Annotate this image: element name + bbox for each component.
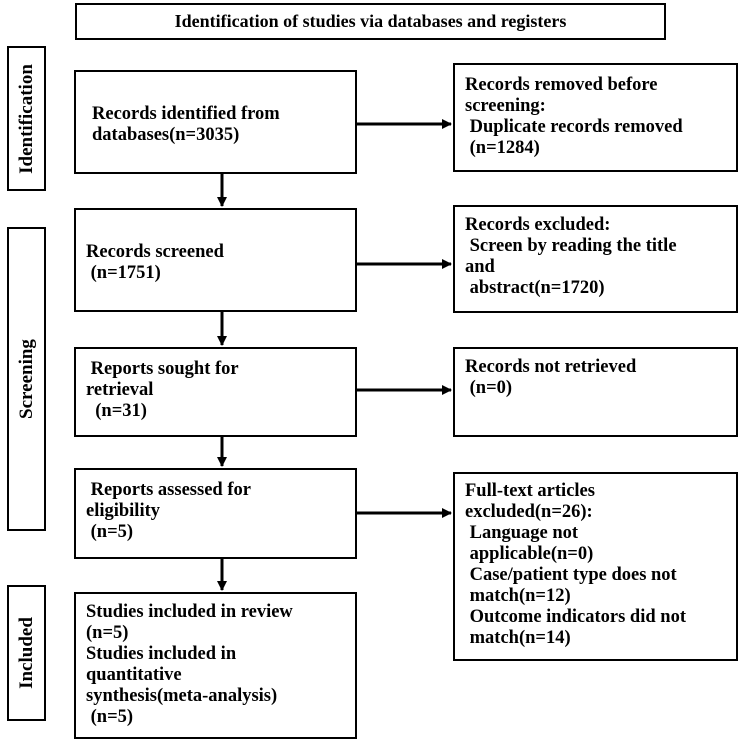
text-line: Records excluded: — [465, 215, 611, 235]
phase-screening: Screening — [7, 227, 46, 531]
text-line: Records removed before — [465, 75, 658, 95]
text-line: Studies included in review — [86, 602, 293, 622]
phase-included: Included — [7, 585, 46, 721]
text-line: (n=5) — [86, 522, 134, 542]
text-line: (n=1284) — [465, 138, 540, 158]
text-line: databases(n=3035) — [92, 125, 240, 145]
text-line: screening: — [465, 96, 546, 116]
phase-identification-label: Identification — [15, 63, 37, 174]
text-line: Language not — [465, 523, 579, 543]
text-line: match(n=12) — [465, 586, 571, 606]
phase-included-label: Included — [15, 617, 37, 689]
text-line: (n=1751) — [86, 263, 161, 283]
box-studies-included: Studies included in review (n=5) Studies… — [74, 592, 357, 739]
text-line: excluded(n=26): — [465, 502, 593, 522]
text-line: and — [465, 257, 495, 277]
text-line: Records identified from — [92, 104, 280, 124]
box-reports-sought: Reports sought for retrieval (n=31) — [74, 347, 357, 437]
text-line: applicable(n=0) — [465, 544, 594, 564]
text-line: Outcome indicators did not — [465, 607, 686, 627]
header-title: Identification of studies via databases … — [174, 11, 567, 31]
box-records-removed: Records removed before screening: Duplic… — [453, 63, 738, 172]
text-line: quantitative — [86, 665, 182, 685]
text-line: Reports sought for — [86, 359, 239, 379]
text-line: retrieval — [86, 380, 154, 400]
text-line: Records not retrieved — [465, 357, 637, 377]
box-records-not-retrieved: Records not retrieved (n=0) — [453, 347, 738, 437]
text-line: Case/patient type does not — [465, 565, 677, 585]
text-line: abstract(n=1720) — [465, 278, 605, 298]
text-line: (n=31) — [86, 401, 147, 421]
text-line: (n=0) — [465, 378, 513, 398]
box-fulltext-excluded: Full-text articles excluded(n=26): Langu… — [453, 472, 738, 661]
diagram-header: Identification of studies via databases … — [75, 3, 666, 40]
text-line: Full-text articles — [465, 481, 595, 501]
text-line: match(n=14) — [465, 628, 571, 648]
box-records-identified: Records identified from databases(n=3035… — [74, 70, 357, 174]
text-line: Studies included in — [86, 644, 237, 664]
text-line: (n=5) — [86, 623, 129, 643]
phase-identification: Identification — [7, 46, 46, 191]
text-line: Duplicate records removed — [465, 117, 683, 137]
text-line: eligibility — [86, 501, 160, 521]
text-line: Records screened — [86, 242, 224, 262]
text-line: Reports assessed for — [86, 480, 251, 500]
box-reports-assessed: Reports assessed for eligibility (n=5) — [74, 468, 357, 559]
text-line: synthesis(meta-analysis) — [86, 686, 278, 706]
box-records-screened: Records screened (n=1751) — [74, 208, 357, 312]
phase-screening-label: Screening — [15, 339, 37, 419]
box-records-excluded: Records excluded: Screen by reading the … — [453, 205, 738, 313]
text-line: (n=5) — [86, 707, 134, 727]
text-line: Screen by reading the title — [465, 236, 677, 256]
